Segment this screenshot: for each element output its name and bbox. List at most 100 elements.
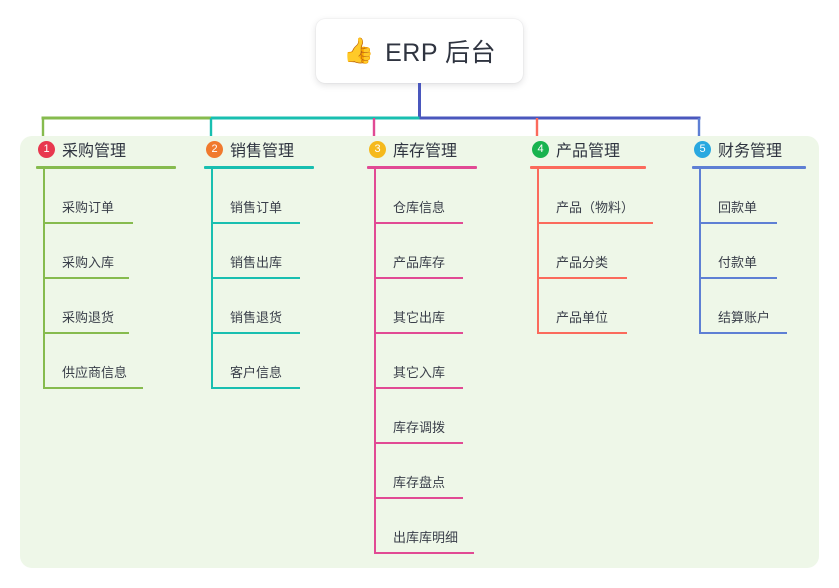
branch-items: 采购订单采购入库采购退货供应商信息 bbox=[36, 169, 176, 389]
branch-item[interactable]: 采购入库 bbox=[36, 224, 176, 279]
branch-stem bbox=[699, 169, 701, 334]
branch-item-underline bbox=[699, 332, 787, 334]
branch-item-label: 客户信息 bbox=[230, 365, 283, 380]
branch-item-underline bbox=[211, 277, 300, 279]
branch-item-label: 其它入库 bbox=[393, 365, 446, 380]
branch-stem bbox=[537, 169, 539, 334]
branch-items: 产品（物料） 产品分类产品单位 bbox=[530, 169, 653, 334]
branch-item-label: 采购订单 bbox=[62, 200, 115, 215]
branch-header-5[interactable]: 5 财务管理 bbox=[692, 136, 806, 162]
branch-item-underline bbox=[43, 332, 129, 334]
branch-column-1: 1 采购管理采购订单采购入库采购退货供应商信息 bbox=[36, 136, 176, 389]
branch-title: 产品管理 bbox=[556, 143, 621, 160]
branch-underline bbox=[204, 166, 314, 169]
branch-underline bbox=[692, 166, 806, 169]
branch-item-underline bbox=[43, 387, 143, 389]
branch-item-underline bbox=[211, 222, 300, 224]
branches-panel: 1 采购管理采购订单采购入库采购退货供应商信息 2 销售管理销售订单销售出库销售退货客… bbox=[20, 136, 819, 568]
branch-column-4: 4 产品管理产品（物料） 产品分类产品单位 bbox=[530, 136, 653, 334]
branch-item[interactable]: 仓库信息 bbox=[367, 169, 477, 224]
branch-item-label: 出库库明细 bbox=[393, 530, 459, 545]
branch-item-label: 产品（物料） bbox=[556, 200, 635, 215]
branch-item-label: 库存盘点 bbox=[393, 475, 446, 490]
branch-item[interactable]: 付款单 bbox=[692, 224, 806, 279]
branch-item[interactable]: 库存盘点 bbox=[367, 444, 477, 499]
branch-header-4[interactable]: 4 产品管理 bbox=[530, 136, 646, 162]
branch-item-underline bbox=[699, 222, 777, 224]
branch-header-2[interactable]: 2 销售管理 bbox=[204, 136, 314, 162]
branch-item-underline bbox=[374, 332, 463, 334]
branch-item-label: 采购退货 bbox=[62, 310, 115, 325]
branch-item[interactable]: 产品（物料） bbox=[530, 169, 653, 224]
branch-item[interactable]: 采购订单 bbox=[36, 169, 176, 224]
branch-item[interactable]: 供应商信息 bbox=[36, 334, 176, 389]
branch-number-badge: 4 bbox=[532, 140, 549, 158]
branch-item-underline bbox=[699, 277, 777, 279]
branch-item[interactable]: 客户信息 bbox=[204, 334, 314, 389]
branch-column-3: 3 库存管理仓库信息产品库存其它出库其它入库库存调拨库存盘点出库库明细 bbox=[367, 136, 477, 554]
branch-item[interactable]: 销售退货 bbox=[204, 279, 314, 334]
branch-item-underline bbox=[374, 552, 474, 554]
branch-stem bbox=[211, 169, 213, 389]
branch-items: 销售订单销售出库销售退货客户信息 bbox=[204, 169, 314, 389]
branch-item-label: 销售退货 bbox=[230, 310, 283, 325]
branch-item[interactable]: 产品库存 bbox=[367, 224, 477, 279]
branch-item-underline bbox=[374, 442, 463, 444]
branch-item-label: 供应商信息 bbox=[62, 365, 128, 380]
root-node-card[interactable]: 👍 ERP 后台 bbox=[316, 19, 523, 83]
branch-item[interactable]: 其它入库 bbox=[367, 334, 477, 389]
branch-title: 财务管理 bbox=[718, 143, 783, 160]
branch-item[interactable]: 销售订单 bbox=[204, 169, 314, 224]
branch-item-label: 库存调拨 bbox=[393, 420, 446, 435]
branch-number-badge: 2 bbox=[206, 140, 223, 158]
branch-item[interactable]: 采购退货 bbox=[36, 279, 176, 334]
branch-item[interactable]: 回款单 bbox=[692, 169, 806, 224]
branch-items: 仓库信息产品库存其它出库其它入库库存调拨库存盘点出库库明细 bbox=[367, 169, 477, 554]
branch-item-underline bbox=[537, 277, 627, 279]
branch-item[interactable]: 出库库明细 bbox=[367, 499, 477, 554]
branch-header-3[interactable]: 3 库存管理 bbox=[367, 136, 477, 162]
branch-underline bbox=[367, 166, 477, 169]
branch-item[interactable]: 产品分类 bbox=[530, 224, 646, 279]
branch-column-5: 5 财务管理回款单付款单结算账户 bbox=[692, 136, 806, 334]
branch-number-badge: 1 bbox=[38, 140, 55, 158]
branch-underline bbox=[36, 166, 176, 169]
thumbs-up-icon: 👍 bbox=[342, 36, 375, 65]
branch-item[interactable]: 库存调拨 bbox=[367, 389, 477, 444]
branch-title: 库存管理 bbox=[393, 143, 458, 160]
branch-item-underline bbox=[374, 387, 463, 389]
branch-stem bbox=[43, 169, 45, 389]
branch-item-underline bbox=[43, 277, 129, 279]
branch-item-label: 付款单 bbox=[718, 255, 758, 270]
branch-item-label: 销售出库 bbox=[230, 255, 283, 270]
branch-column-2: 2 销售管理销售订单销售出库销售退货客户信息 bbox=[204, 136, 314, 389]
branch-item-underline bbox=[211, 332, 300, 334]
branch-item-label: 产品单位 bbox=[556, 310, 609, 325]
branch-item-label: 回款单 bbox=[718, 200, 758, 215]
branch-item-label: 销售订单 bbox=[230, 200, 283, 215]
branch-item-underline bbox=[374, 222, 463, 224]
branch-item-label: 仓库信息 bbox=[393, 200, 446, 215]
branch-items: 回款单付款单结算账户 bbox=[692, 169, 806, 334]
root-node-title: ERP 后台 bbox=[385, 39, 497, 67]
branch-underline bbox=[530, 166, 646, 169]
branch-item-label: 产品库存 bbox=[393, 255, 446, 270]
branch-item-label: 结算账户 bbox=[718, 310, 771, 325]
branch-item-underline bbox=[43, 222, 133, 224]
branch-item[interactable]: 产品单位 bbox=[530, 279, 646, 334]
branch-header-1[interactable]: 1 采购管理 bbox=[36, 136, 176, 162]
branch-item-underline bbox=[211, 387, 300, 389]
branch-item-label: 采购入库 bbox=[62, 255, 115, 270]
branch-item[interactable]: 结算账户 bbox=[692, 279, 806, 334]
branch-item[interactable]: 其它出库 bbox=[367, 279, 477, 334]
branch-number-badge: 3 bbox=[369, 140, 386, 158]
branch-item-underline bbox=[374, 277, 463, 279]
branch-item-label: 产品分类 bbox=[556, 255, 609, 270]
branch-stem bbox=[374, 169, 376, 554]
branch-item-underline bbox=[374, 497, 463, 499]
branch-title: 销售管理 bbox=[230, 143, 295, 160]
branch-title: 采购管理 bbox=[62, 143, 127, 160]
branch-item[interactable]: 销售出库 bbox=[204, 224, 314, 279]
branch-number-badge: 5 bbox=[694, 140, 711, 158]
branch-item-underline bbox=[537, 332, 627, 334]
